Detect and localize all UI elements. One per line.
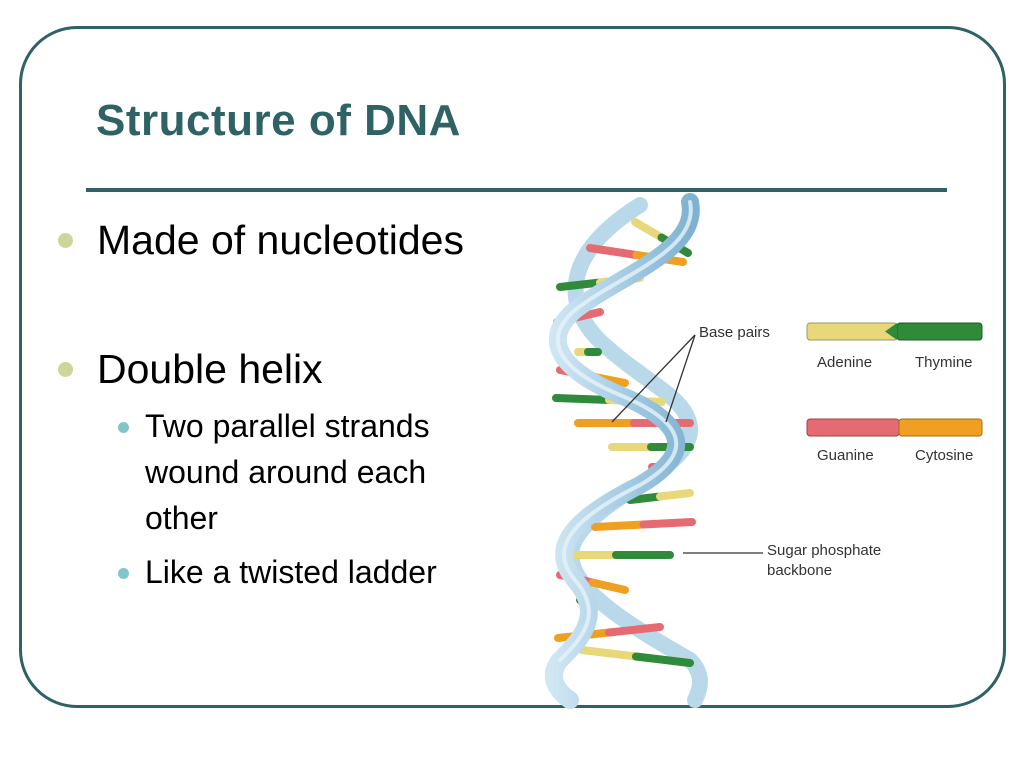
backbone-label-line2: backbone (767, 562, 832, 579)
base-pair-segment (656, 489, 694, 501)
base-pair-segment (586, 244, 641, 259)
sub-bullet-dot-icon (118, 568, 129, 579)
sub-bullet-text: Two parallel strands wound around each o… (145, 408, 430, 536)
bullet-dot-icon (58, 362, 73, 377)
base-pair-segment (605, 623, 664, 637)
base-pair-segment (574, 308, 604, 321)
base-pairs-pointer (665, 334, 696, 423)
cytosine-label: Cytosine (915, 447, 973, 464)
bullet-text: Double helix (97, 346, 323, 392)
bullet-dot-icon (58, 233, 73, 248)
cytosine-bar (898, 418, 983, 437)
sub-bullet-item: Two parallel strands wound around each o… (118, 408, 498, 541)
base-pair-segment (552, 394, 613, 404)
at-bond-tip (885, 323, 897, 340)
dna-strand-front-highlight (555, 200, 693, 662)
adenine-bar (806, 322, 898, 341)
guanine-bar (806, 418, 900, 437)
base-pair-segment (588, 578, 629, 594)
sub-bullet-item: Like a twisted ladder (118, 554, 498, 595)
base-pair-segment (632, 652, 694, 667)
base-pair-segment (631, 218, 666, 242)
base-pair-segment (556, 278, 604, 291)
backbone-label-line1: Sugar phosphate (767, 542, 881, 559)
bullet-text: Made of nucleotides (97, 217, 464, 263)
base-pairs-label: Base pairs (699, 324, 770, 341)
bullet-item: Double helix (58, 346, 323, 393)
bullet-item: Made of nucleotides (58, 217, 464, 264)
title-divider (86, 188, 947, 192)
base-pair-segment (578, 646, 640, 661)
base-pair-segment (626, 492, 664, 504)
slide-frame (19, 26, 1006, 708)
base-pair-segment (639, 518, 696, 529)
adenine-label: Adenine (817, 354, 872, 371)
base-pairs-pointer (611, 334, 696, 423)
thymine-bar (896, 322, 983, 341)
sub-bullet-dot-icon (118, 422, 129, 433)
guanine-label: Guanine (817, 447, 874, 464)
sub-bullet-text: Like a twisted ladder (145, 554, 437, 590)
slide-title: Structure of DNA (96, 96, 461, 145)
base-pair-segment (591, 520, 648, 531)
thymine-label: Thymine (915, 354, 973, 371)
